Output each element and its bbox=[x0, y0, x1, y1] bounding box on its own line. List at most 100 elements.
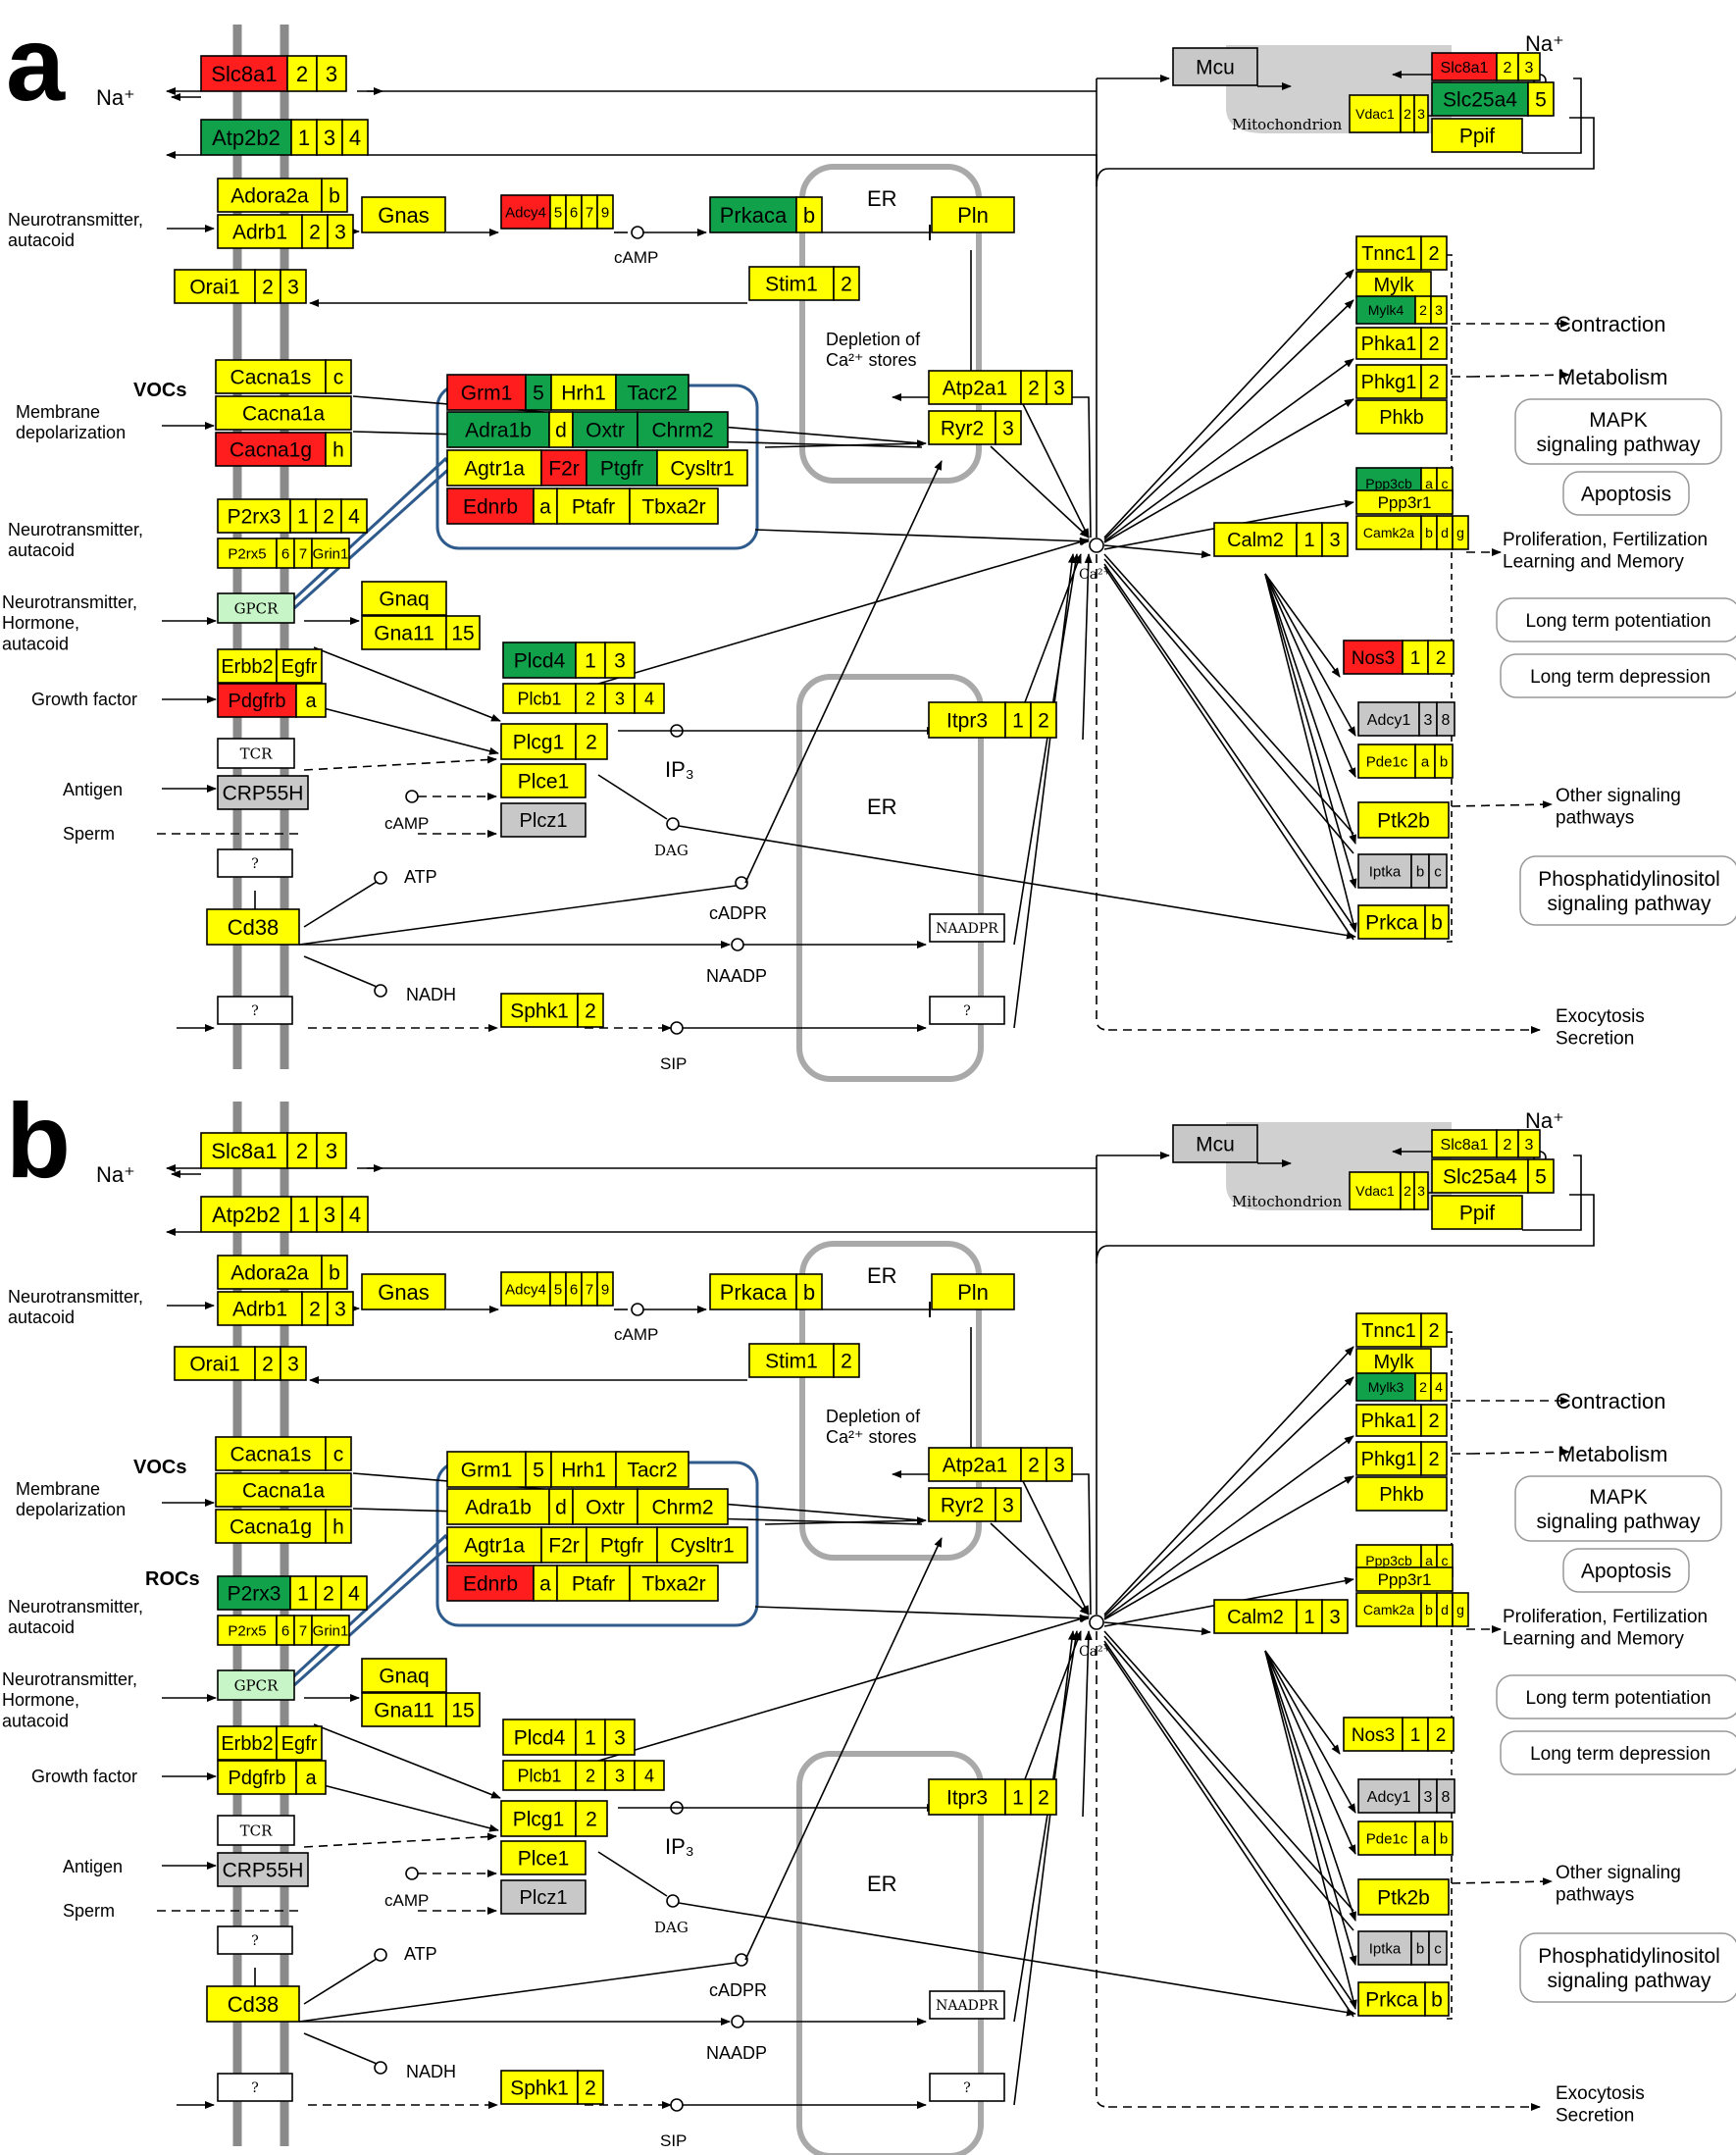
gene-f2r[interactable]: F2r bbox=[540, 449, 587, 487]
gene-ppp3r1[interactable]: Ppp3r1 bbox=[1355, 489, 1454, 515]
gene-chrm2[interactable]: Chrm2 bbox=[637, 411, 729, 448]
gene-agtr1a[interactable]: Agtr1a bbox=[446, 1526, 542, 1564]
gene-cysltr1[interactable]: Cysltr1 bbox=[656, 1526, 748, 1564]
long-term-depression-link[interactable]: Long term depression bbox=[1500, 1730, 1736, 1775]
gene-ptgfr[interactable]: Ptgfr bbox=[586, 449, 658, 487]
gene-ptk2b[interactable]: Ptk2b bbox=[1357, 801, 1450, 839]
long-term-potentiation-link[interactable]: Long term potentiation bbox=[1496, 1674, 1736, 1719]
apoptosis-link[interactable]: Apoptosis bbox=[1562, 471, 1690, 516]
gene-cacna1a[interactable]: Cacna1a bbox=[215, 395, 352, 431]
gene-plce1[interactable]: Plce1 bbox=[500, 1840, 587, 1875]
gene-q3[interactable]: ? bbox=[929, 996, 1005, 1025]
gene-oxtr[interactable]: Oxtr bbox=[572, 1488, 638, 1525]
gene-naadpr[interactable]: NAADPR bbox=[929, 913, 1005, 943]
gene-tacr2[interactable]: Tacr2 bbox=[615, 374, 689, 411]
gene-gpcr[interactable]: GPCR bbox=[217, 1669, 295, 1701]
gene-ptafr[interactable]: Ptafr bbox=[556, 487, 631, 525]
gene-chrm2[interactable]: Chrm2 bbox=[637, 1488, 729, 1525]
gene-phkb[interactable]: Phkb bbox=[1355, 399, 1448, 435]
gene-plcz1[interactable]: Plcz1 bbox=[500, 1879, 587, 1915]
gene-gpcr[interactable]: GPCR bbox=[217, 592, 295, 624]
gene-tbxa2r[interactable]: Tbxa2r bbox=[629, 487, 719, 525]
gene-tbxa2r[interactable]: Tbxa2r bbox=[629, 1565, 719, 1602]
gene-mcu[interactable]: Mcu bbox=[1172, 47, 1258, 86]
gene-hrh1[interactable]: Hrh1 bbox=[550, 1451, 617, 1488]
gene-q2[interactable]: ? bbox=[217, 2073, 293, 2102]
gene-q3[interactable]: ? bbox=[929, 2073, 1005, 2102]
gene-f2r[interactable]: F2r bbox=[540, 1526, 587, 1564]
gene-q1[interactable]: ? bbox=[217, 1925, 293, 1955]
gene-pln[interactable]: Pln bbox=[931, 1273, 1015, 1310]
gene-cd38[interactable]: Cd38 bbox=[206, 1985, 300, 2023]
gene-mcu[interactable]: Mcu bbox=[1172, 1124, 1258, 1163]
gene-phkb[interactable]: Phkb bbox=[1355, 1476, 1448, 1512]
gene-hrh1[interactable]: Hrh1 bbox=[550, 374, 617, 411]
gene-cysltr1[interactable]: Cysltr1 bbox=[656, 449, 748, 487]
gene-tacr2[interactable]: Tacr2 bbox=[615, 1451, 689, 1488]
gene-mylk[interactable]: Mylk bbox=[1355, 1348, 1432, 1375]
gene-agtr1a[interactable]: Agtr1a bbox=[446, 449, 542, 487]
gene-gnaq[interactable]: Gnaq bbox=[361, 581, 447, 616]
gene-ptgfr[interactable]: Ptgfr bbox=[586, 1526, 658, 1564]
gene-ptafr[interactable]: Ptafr bbox=[556, 1565, 631, 1602]
gene-gnas[interactable]: Gnas bbox=[361, 196, 446, 233]
long-term-depression-link[interactable]: Long term depression bbox=[1500, 653, 1736, 698]
gene-ppif[interactable]: Ppif bbox=[1431, 118, 1523, 153]
gene-q1[interactable]: ? bbox=[217, 848, 293, 878]
